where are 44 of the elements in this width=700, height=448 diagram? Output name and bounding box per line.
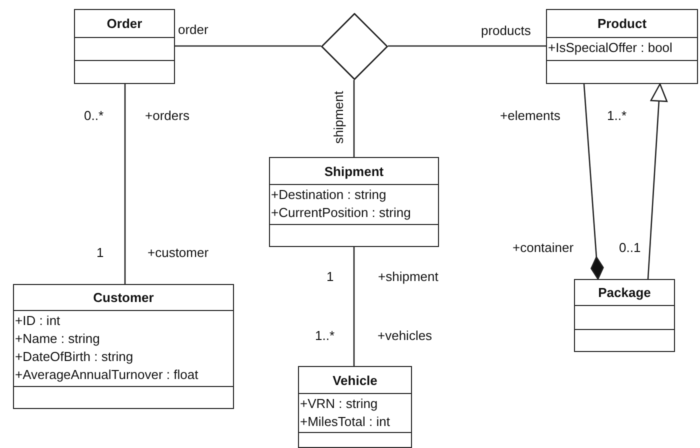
class-name: Order [106, 16, 142, 31]
multiplicity-label: +customer [148, 244, 209, 260]
multiplicity-label: +orders [145, 108, 190, 122]
multiplicity-label: 1 [96, 244, 104, 260]
association-line [175, 45, 321, 47]
edge-label: shipment [330, 90, 346, 144]
attribute-text: +DateOfBirth : string [15, 348, 134, 366]
class-name: Package [598, 285, 651, 300]
multiplicity-label: +shipment [378, 268, 438, 284]
class-box [574, 279, 675, 352]
attribute-text: +CurrentPosition : string [271, 204, 412, 222]
association-line [124, 84, 126, 284]
class-name: Product [597, 16, 647, 31]
attribute-text: +ID : int [15, 312, 62, 330]
class-name: Vehicle [332, 372, 378, 388]
attribute-text: +Name : string [15, 330, 101, 348]
multiplicity-label: 1..* [607, 108, 627, 122]
multiplicity-label: 0..* [84, 108, 104, 122]
edge-label: order [178, 22, 208, 36]
attribute-text: +IsSpecialOffer : bool [548, 39, 674, 57]
class-box [546, 9, 698, 84]
attribute-text: +VRN : string [300, 395, 379, 413]
multiplicity-label: 1..* [315, 328, 335, 342]
association-line [388, 45, 546, 47]
multiplicity-label: +elements [500, 108, 560, 122]
association-line [353, 247, 355, 366]
attribute-text: +MilesTotal : int [300, 413, 391, 431]
multiplicity-label: +vehicles [378, 328, 432, 342]
class-box [74, 9, 175, 84]
class-name: Customer [93, 290, 154, 305]
class-box [13, 284, 234, 409]
generalization-arrow [647, 83, 668, 280]
multiplicity-label: 0..1 [619, 240, 641, 254]
diamond-shape [321, 13, 388, 80]
class-box [298, 366, 412, 448]
multiplicity-label: 1 [326, 268, 334, 284]
class-box [269, 157, 439, 247]
class-name: Shipment [324, 164, 384, 178]
multiplicity-label: +container [512, 240, 574, 254]
association-line [353, 80, 355, 157]
attribute-text: +AverageAnnualTurnover : float [15, 366, 200, 384]
edge-label: products [481, 22, 531, 38]
composition-line [583, 84, 604, 280]
attribute-text: +Destination : string [271, 186, 388, 204]
